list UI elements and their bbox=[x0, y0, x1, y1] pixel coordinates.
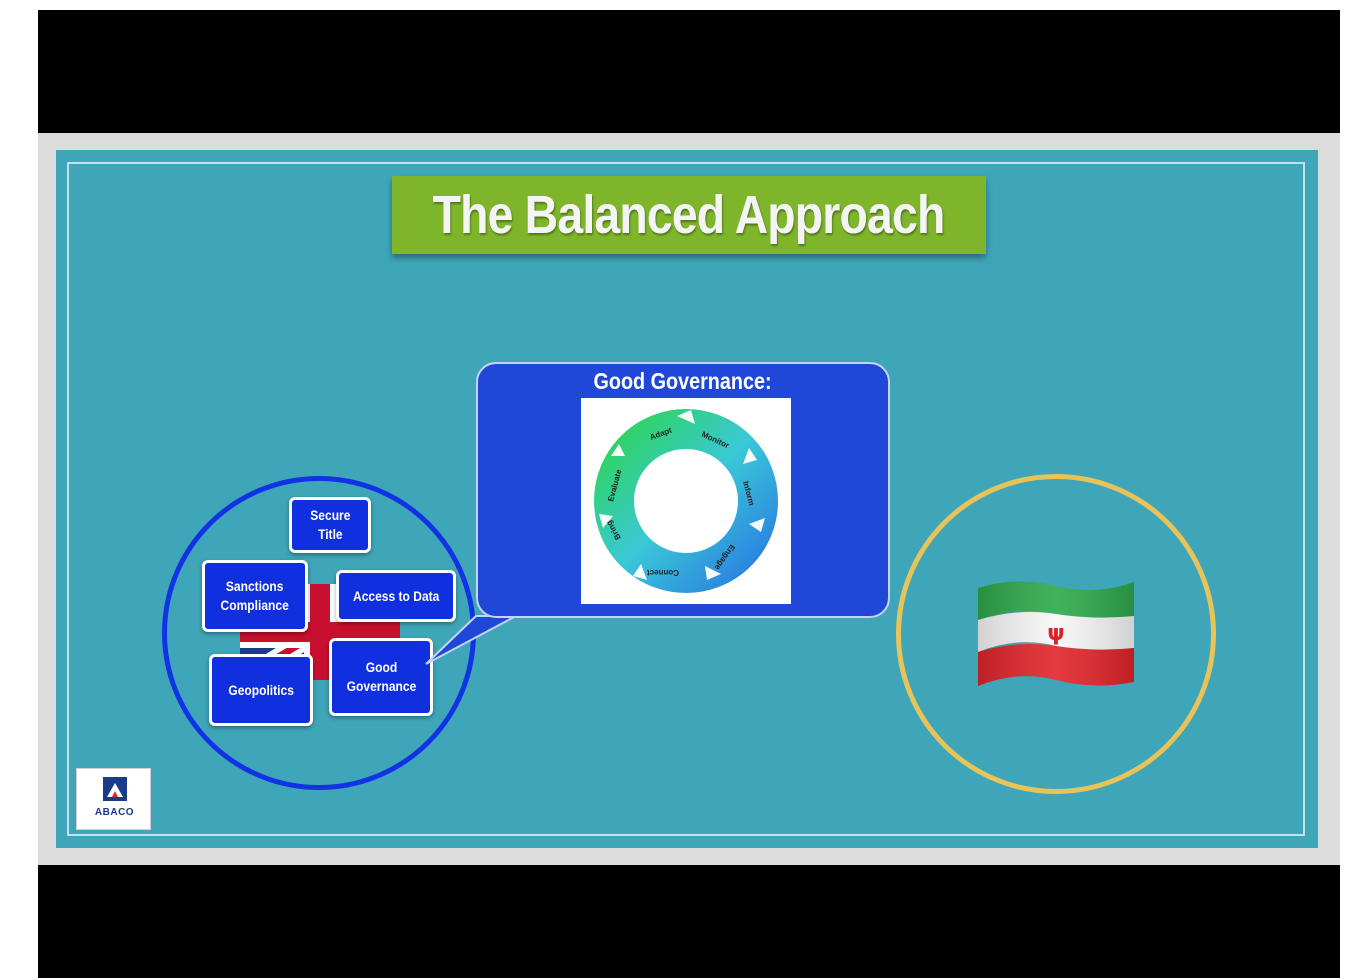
slide-title: The Balanced Approach bbox=[433, 185, 946, 245]
access-to-data-label: Access to Data bbox=[352, 587, 440, 604]
logo-text: ABACO bbox=[94, 807, 135, 818]
secure-title-button[interactable]: Secure Title bbox=[289, 497, 371, 553]
sanctions-compliance-button[interactable]: Sanctions Compliance bbox=[202, 560, 308, 632]
good-governance-button[interactable]: Good Governance bbox=[329, 638, 433, 716]
secure-title-label: Secure Title bbox=[309, 507, 351, 542]
good-governance-label: Good Governance bbox=[346, 659, 416, 694]
abaco-logo-icon: ABACO bbox=[76, 768, 151, 830]
right-circle bbox=[896, 474, 1216, 794]
slide-inner-border bbox=[67, 162, 1305, 836]
cycle-diagram-icon: Adapt Monitor Inform Engage Connect Brin… bbox=[581, 398, 791, 604]
access-to-data-button[interactable]: Access to Data bbox=[336, 570, 456, 622]
geopolitics-button[interactable]: Geopolitics bbox=[209, 654, 313, 726]
geopolitics-label: Geopolitics bbox=[228, 681, 294, 698]
iran-flag-icon: ψ bbox=[978, 581, 1134, 686]
callout-title: Good Governance: bbox=[476, 368, 890, 395]
title-banner: The Balanced Approach bbox=[392, 176, 986, 254]
svg-text:ψ: ψ bbox=[1047, 621, 1064, 646]
sanctions-compliance-label: Sanctions Compliance bbox=[220, 578, 290, 613]
callout-title-text: Good Governance: bbox=[593, 368, 773, 394]
cycle-step-connect: Connect bbox=[647, 568, 679, 577]
